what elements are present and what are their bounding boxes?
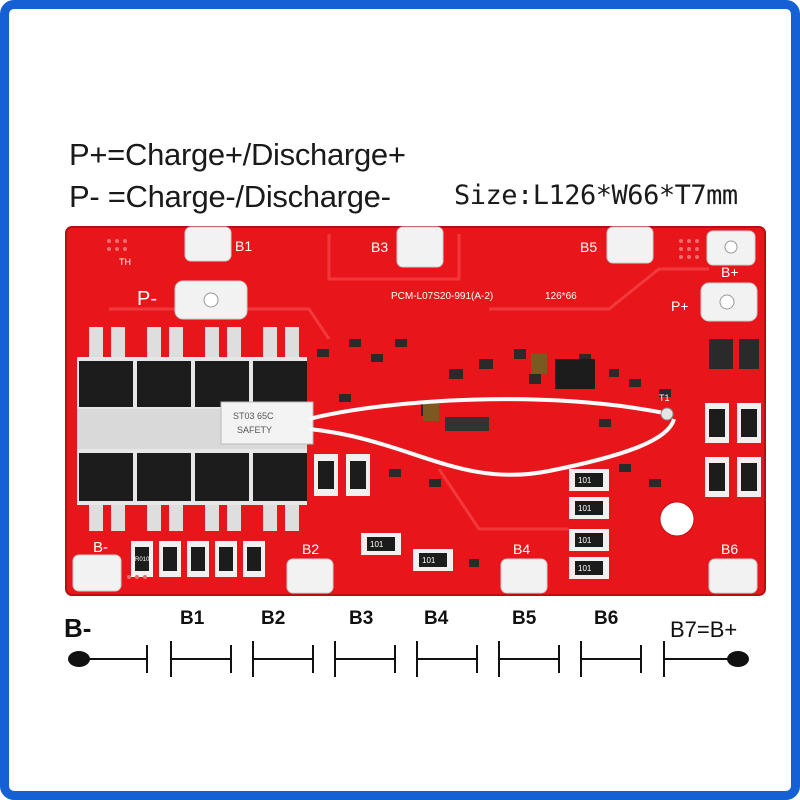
silk-bminus: B- [93, 539, 108, 556]
silk-b3: B3 [371, 239, 388, 255]
sensor-wire [308, 397, 670, 421]
diagram-b1-label: B1 [180, 608, 205, 629]
capacitor [531, 354, 547, 374]
charge-discharge-minus-label: P- =Charge-/Discharge- [69, 179, 391, 214]
resistor-marking: 101 [578, 504, 592, 513]
resistor-marking: 101 [370, 540, 384, 549]
mounting-hole [659, 501, 695, 537]
capacitor [423, 403, 439, 421]
diagram-b5-label: B5 [512, 608, 537, 629]
diagram-b4-label: B4 [424, 608, 449, 629]
thermistor [660, 407, 674, 421]
pcb-dims-label: 126*66 [545, 291, 577, 302]
b-minus-terminal-dot [68, 651, 90, 667]
silk-b4: B4 [513, 541, 530, 557]
board-size-label: Size:L126*W66*T7mm [454, 180, 738, 211]
silk-pminus: P- [137, 288, 157, 310]
pad-hole [203, 292, 219, 308]
balance-resistors [314, 403, 761, 579]
silk-pplus: P+ [671, 298, 689, 314]
pcb-board-photo: B1 B3 B5 B+ P- P+ TH B- B2 B4 B6 PCM-L07… [65, 226, 766, 596]
pad-bminus [72, 554, 122, 592]
pad-b5 [606, 226, 654, 264]
sensor-wire [308, 418, 676, 477]
silk-th: TH [119, 257, 131, 267]
via-grid [107, 239, 699, 579]
mosfet-row-bottom [77, 449, 307, 531]
silk-b6: B6 [721, 541, 738, 557]
copper-trace [437, 468, 569, 531]
safety-thermal-sensor [220, 401, 314, 445]
charge-discharge-plus-label: P+=Charge+/Discharge+ [69, 137, 406, 172]
pad-b1 [184, 226, 232, 262]
diagram-b6-label: B6 [594, 608, 619, 629]
resistor-marking: 101 [578, 536, 592, 545]
smd-components [317, 339, 759, 567]
diagram-b2-label: B2 [261, 608, 286, 629]
b-plus-terminal-dot [727, 651, 749, 667]
silk-bplus: B+ [721, 264, 739, 280]
pad-hole [719, 294, 735, 310]
silk-b2: B2 [302, 541, 319, 557]
resistor-marking: 101 [578, 564, 592, 573]
pad-b6 [708, 558, 758, 594]
copper-trace [489, 267, 709, 311]
pad-hole [724, 240, 738, 254]
ic-chip [445, 417, 489, 431]
resistor-marking: 101 [578, 476, 592, 485]
sensor-label-line2: SAFETY [237, 425, 272, 435]
sensor-label-line1: ST03 65C [233, 411, 274, 421]
pad-b3 [396, 226, 444, 268]
ic-chip [555, 359, 595, 389]
resistor-marking: 101 [422, 556, 436, 565]
cell-connection-diagram [68, 641, 749, 677]
diagram-b-minus-label: B- [64, 613, 92, 643]
copper-trace [327, 234, 461, 281]
pad-b2 [286, 558, 334, 594]
silk-b1: B1 [235, 238, 252, 254]
pcb-code-label: PCM-L07S20-991(A-2) [391, 291, 493, 302]
sense-resistors [131, 541, 265, 577]
diagram-b7-label: B7=B+ [670, 617, 738, 642]
silk-b5: B5 [580, 239, 597, 255]
pad-b4 [500, 558, 548, 594]
thermistor-label: T1 [659, 393, 670, 403]
diagram-b3-label: B3 [349, 608, 374, 629]
fet-marking: R010 [135, 557, 150, 563]
